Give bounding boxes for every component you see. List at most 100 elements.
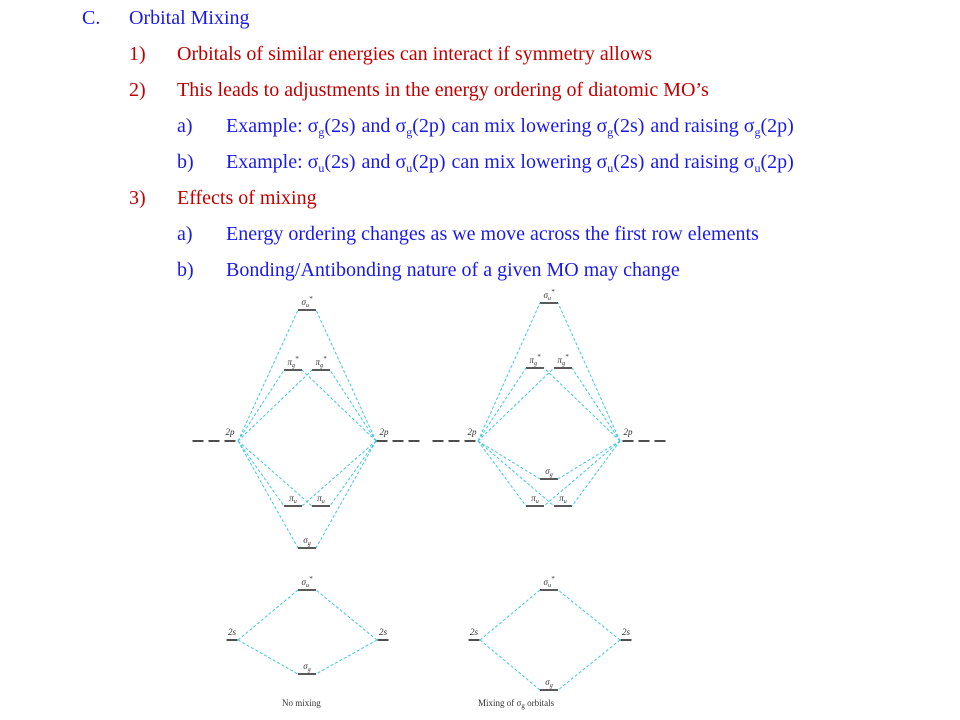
correlation-line [479,589,541,641]
mix-lowering: can mix lowering [451,115,597,137]
pi-g-star-label: πg* [315,355,327,369]
orbital-2s: (2s) [613,115,645,137]
sigma-subscript: g [607,125,614,139]
correlation-line [543,440,621,507]
sigma-u-star-label: σu* [544,575,555,589]
correlation-line [315,639,378,675]
correlation-line [557,589,621,641]
example-text: Example: σg(2s)and σg(2p)can mix lowerin… [226,108,794,144]
pi-g-star-label: πg* [529,353,541,367]
point-number: 2) [129,79,146,101]
correlation-line [237,440,299,549]
orbital-2p: (2p) [760,151,794,173]
label-2p: 2p [226,427,236,437]
label-2s: 2s [228,627,237,637]
sigma-symbol: σ [743,151,755,173]
label-2p: 2p [468,427,478,437]
example-number: a) [177,115,193,137]
sigma-g-label: σg [545,677,552,689]
sigma-u-star-label: σu* [302,295,313,309]
orbital-2p: (2p) [412,151,446,173]
correlation-line [237,639,299,675]
diagram-lines [192,302,666,691]
correlation-line [301,440,377,507]
pi-u-label: πu [559,493,567,505]
sigma-g-label: σg [303,661,310,673]
correlation-line [237,440,313,507]
pi-u-label: πu [289,493,297,505]
example-number: b) [177,151,194,173]
label-2p: 2p [624,427,634,437]
correlation-line [237,309,299,442]
correlation-line [315,440,377,549]
effect-text: Energy ordering changes as we move acros… [226,223,759,245]
correlation-line [571,440,621,507]
heading-title: Orbital Mixing [129,7,250,29]
orbital-2s: (2s) [324,115,356,137]
correlation-line [479,639,541,691]
correlation-line [301,369,377,442]
sigma-subscript: g [754,125,761,139]
correlation-line [315,309,377,442]
correlation-line [237,369,285,442]
correlation-line [477,440,541,480]
correlation-line [557,440,621,480]
pi-u-label: πu [531,493,539,505]
caption-no-mixing: No mixing [282,698,321,708]
sigma-subscript: g [318,125,325,139]
pi-u-label: πu [317,493,325,505]
point-number: 3) [129,187,146,209]
pi-g-star-label: πg* [287,355,299,369]
correlation-line [315,589,378,641]
diagram-labels: 2p 2p σu* πg* πg* πu πu σg 2p 2p σu* πg* πg* σg πu πu 2s… [226,288,634,689]
example-text: Example: σu(2s)and σu(2p)can mix lowerin… [226,144,794,180]
correlation-line [477,440,527,507]
pi-g-star-label: πg* [557,353,569,367]
heading-number: C. [82,7,101,29]
correlation-line [477,440,555,507]
sigma-symbol: σ [307,151,319,173]
orbital-2s: (2s) [324,151,356,173]
correlation-line [557,639,621,691]
sigma-subscript: u [318,161,325,175]
correlation-line [543,367,621,442]
correlation-line [237,440,285,507]
effect-text: Bonding/Antibonding nature of a given MO… [226,259,680,281]
sigma-u-star-label: σu* [544,288,555,302]
orbital-2p: (2p) [412,115,446,137]
correlation-line [477,302,541,442]
correlation-line [237,369,313,442]
sigma-symbol: σ [743,115,755,137]
label-2s: 2s [470,627,479,637]
correlation-line [477,367,527,442]
sigma-subscript: u [607,161,614,175]
sigma-symbol: σ [395,151,407,173]
label-2p: 2p [380,427,390,437]
sigma-g-label: σg [303,535,310,547]
conjunction: and [361,115,396,137]
correlation-line [329,369,377,442]
raising: and raising [650,151,744,173]
orbital-2s: (2s) [613,151,645,173]
sigma-g-label: σg [545,466,552,478]
correlation-line [329,440,377,507]
label-2s: 2s [622,627,631,637]
raising: and raising [650,115,744,137]
example-prefix: Example: [226,115,308,137]
sigma-symbol: σ [596,115,608,137]
sigma-subscript: u [754,161,761,175]
effect-number: b) [177,259,194,281]
point-text: This leads to adjustments in the energy … [177,79,709,101]
sigma-symbol: σ [395,115,407,137]
sigma-subscript: u [406,161,413,175]
correlation-line [477,367,555,442]
conjunction: and [361,151,396,173]
point-text: Effects of mixing [177,187,317,209]
effect-number: a) [177,223,193,245]
sigma-u-star-label: σu* [302,575,313,589]
point-text: Orbitals of similar energies can interac… [177,43,653,65]
point-number: 1) [129,43,146,65]
orbital-2p: (2p) [760,115,794,137]
mix-lowering: can mix lowering [451,151,597,173]
correlation-line [571,367,621,442]
